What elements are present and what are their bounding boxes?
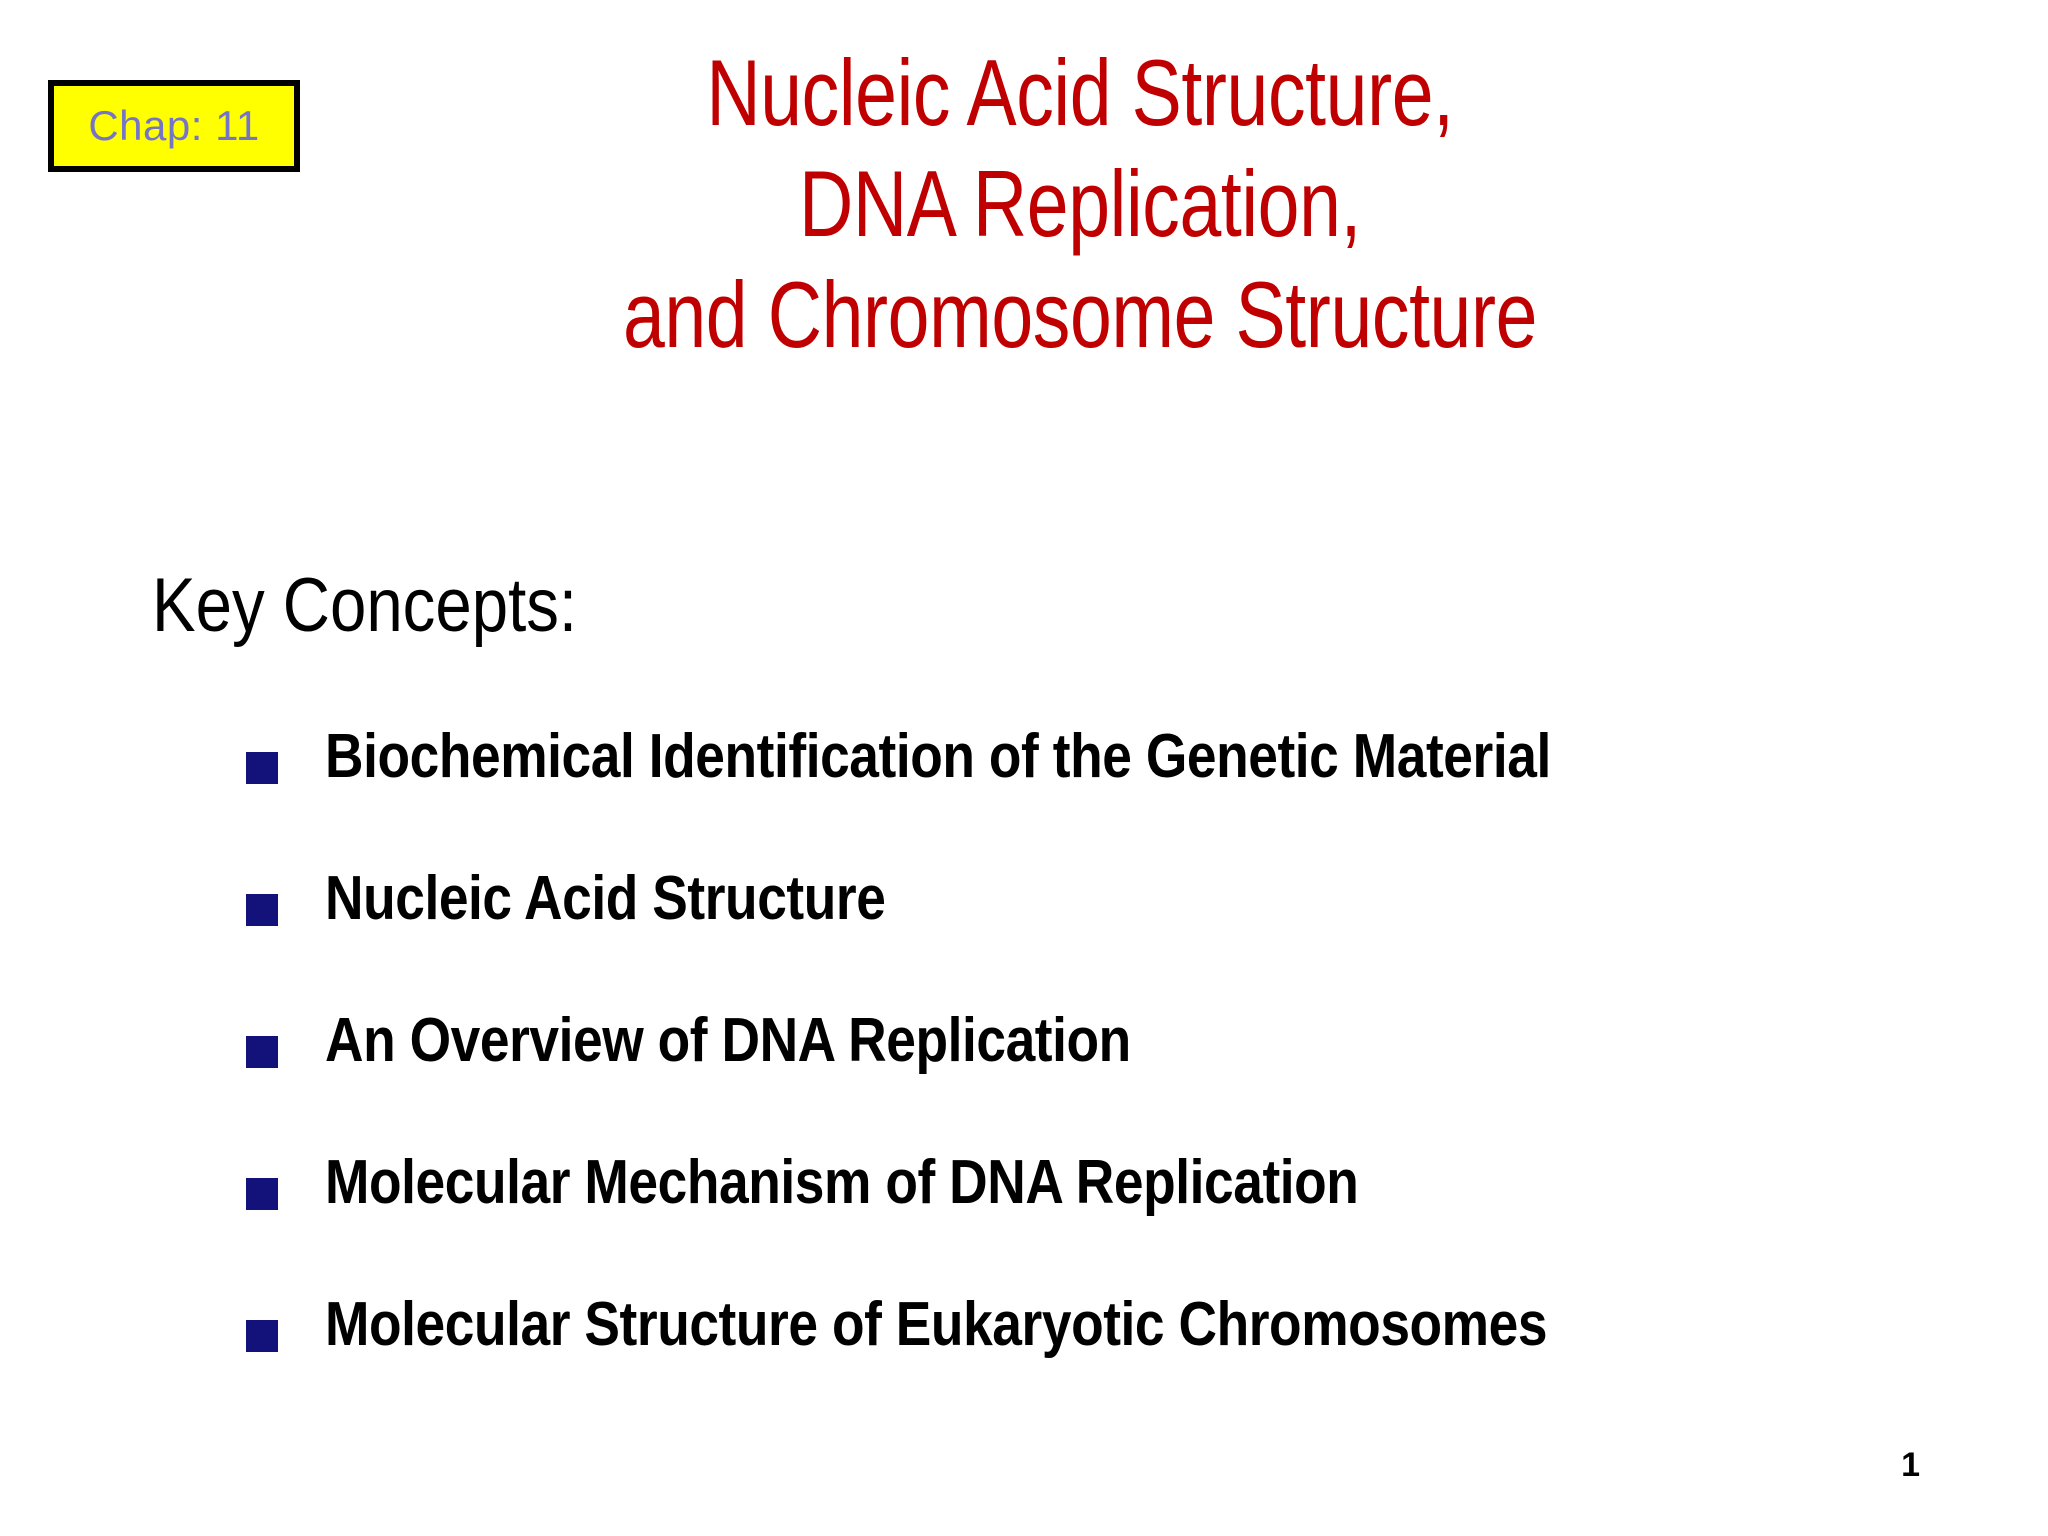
key-concepts-list: Biochemical Identification of the Geneti…	[246, 726, 2006, 1436]
page-number: 1	[1901, 1446, 1920, 1484]
list-item: Nucleic Acid Structure	[246, 868, 2006, 1010]
chapter-badge-label: Chap: 11	[88, 102, 260, 149]
list-item-label: An Overview of DNA Replication	[325, 1006, 1131, 1075]
list-item: Molecular Mechanism of DNA Replication	[246, 1152, 2006, 1294]
slide-title-line-3: and Chromosome Structure	[622, 261, 1538, 367]
slide-title: Nucleic Acid Structure, DNA Replication,…	[300, 38, 1860, 371]
list-item-label: Molecular Structure of Eukaryotic Chromo…	[325, 1290, 1548, 1359]
square-bullet-icon	[246, 1320, 278, 1352]
list-item: Biochemical Identification of the Geneti…	[246, 726, 2006, 868]
list-item: Molecular Structure of Eukaryotic Chromo…	[246, 1294, 2006, 1436]
slide-title-line-2: DNA Replication,	[798, 150, 1362, 256]
slide-title-line-1: Nucleic Acid Structure,	[706, 40, 1454, 145]
square-bullet-icon	[246, 894, 278, 926]
key-concepts-heading: Key Concepts:	[152, 563, 578, 648]
list-item-label: Nucleic Acid Structure	[325, 864, 886, 933]
square-bullet-icon	[246, 1178, 278, 1210]
list-item: An Overview of DNA Replication	[246, 1010, 2006, 1152]
square-bullet-icon	[246, 752, 278, 784]
list-item-label: Molecular Mechanism of DNA Replication	[325, 1148, 1359, 1217]
list-item-label: Biochemical Identification of the Geneti…	[325, 722, 1551, 791]
square-bullet-icon	[246, 1036, 278, 1068]
chapter-badge: Chap: 11	[48, 80, 300, 172]
